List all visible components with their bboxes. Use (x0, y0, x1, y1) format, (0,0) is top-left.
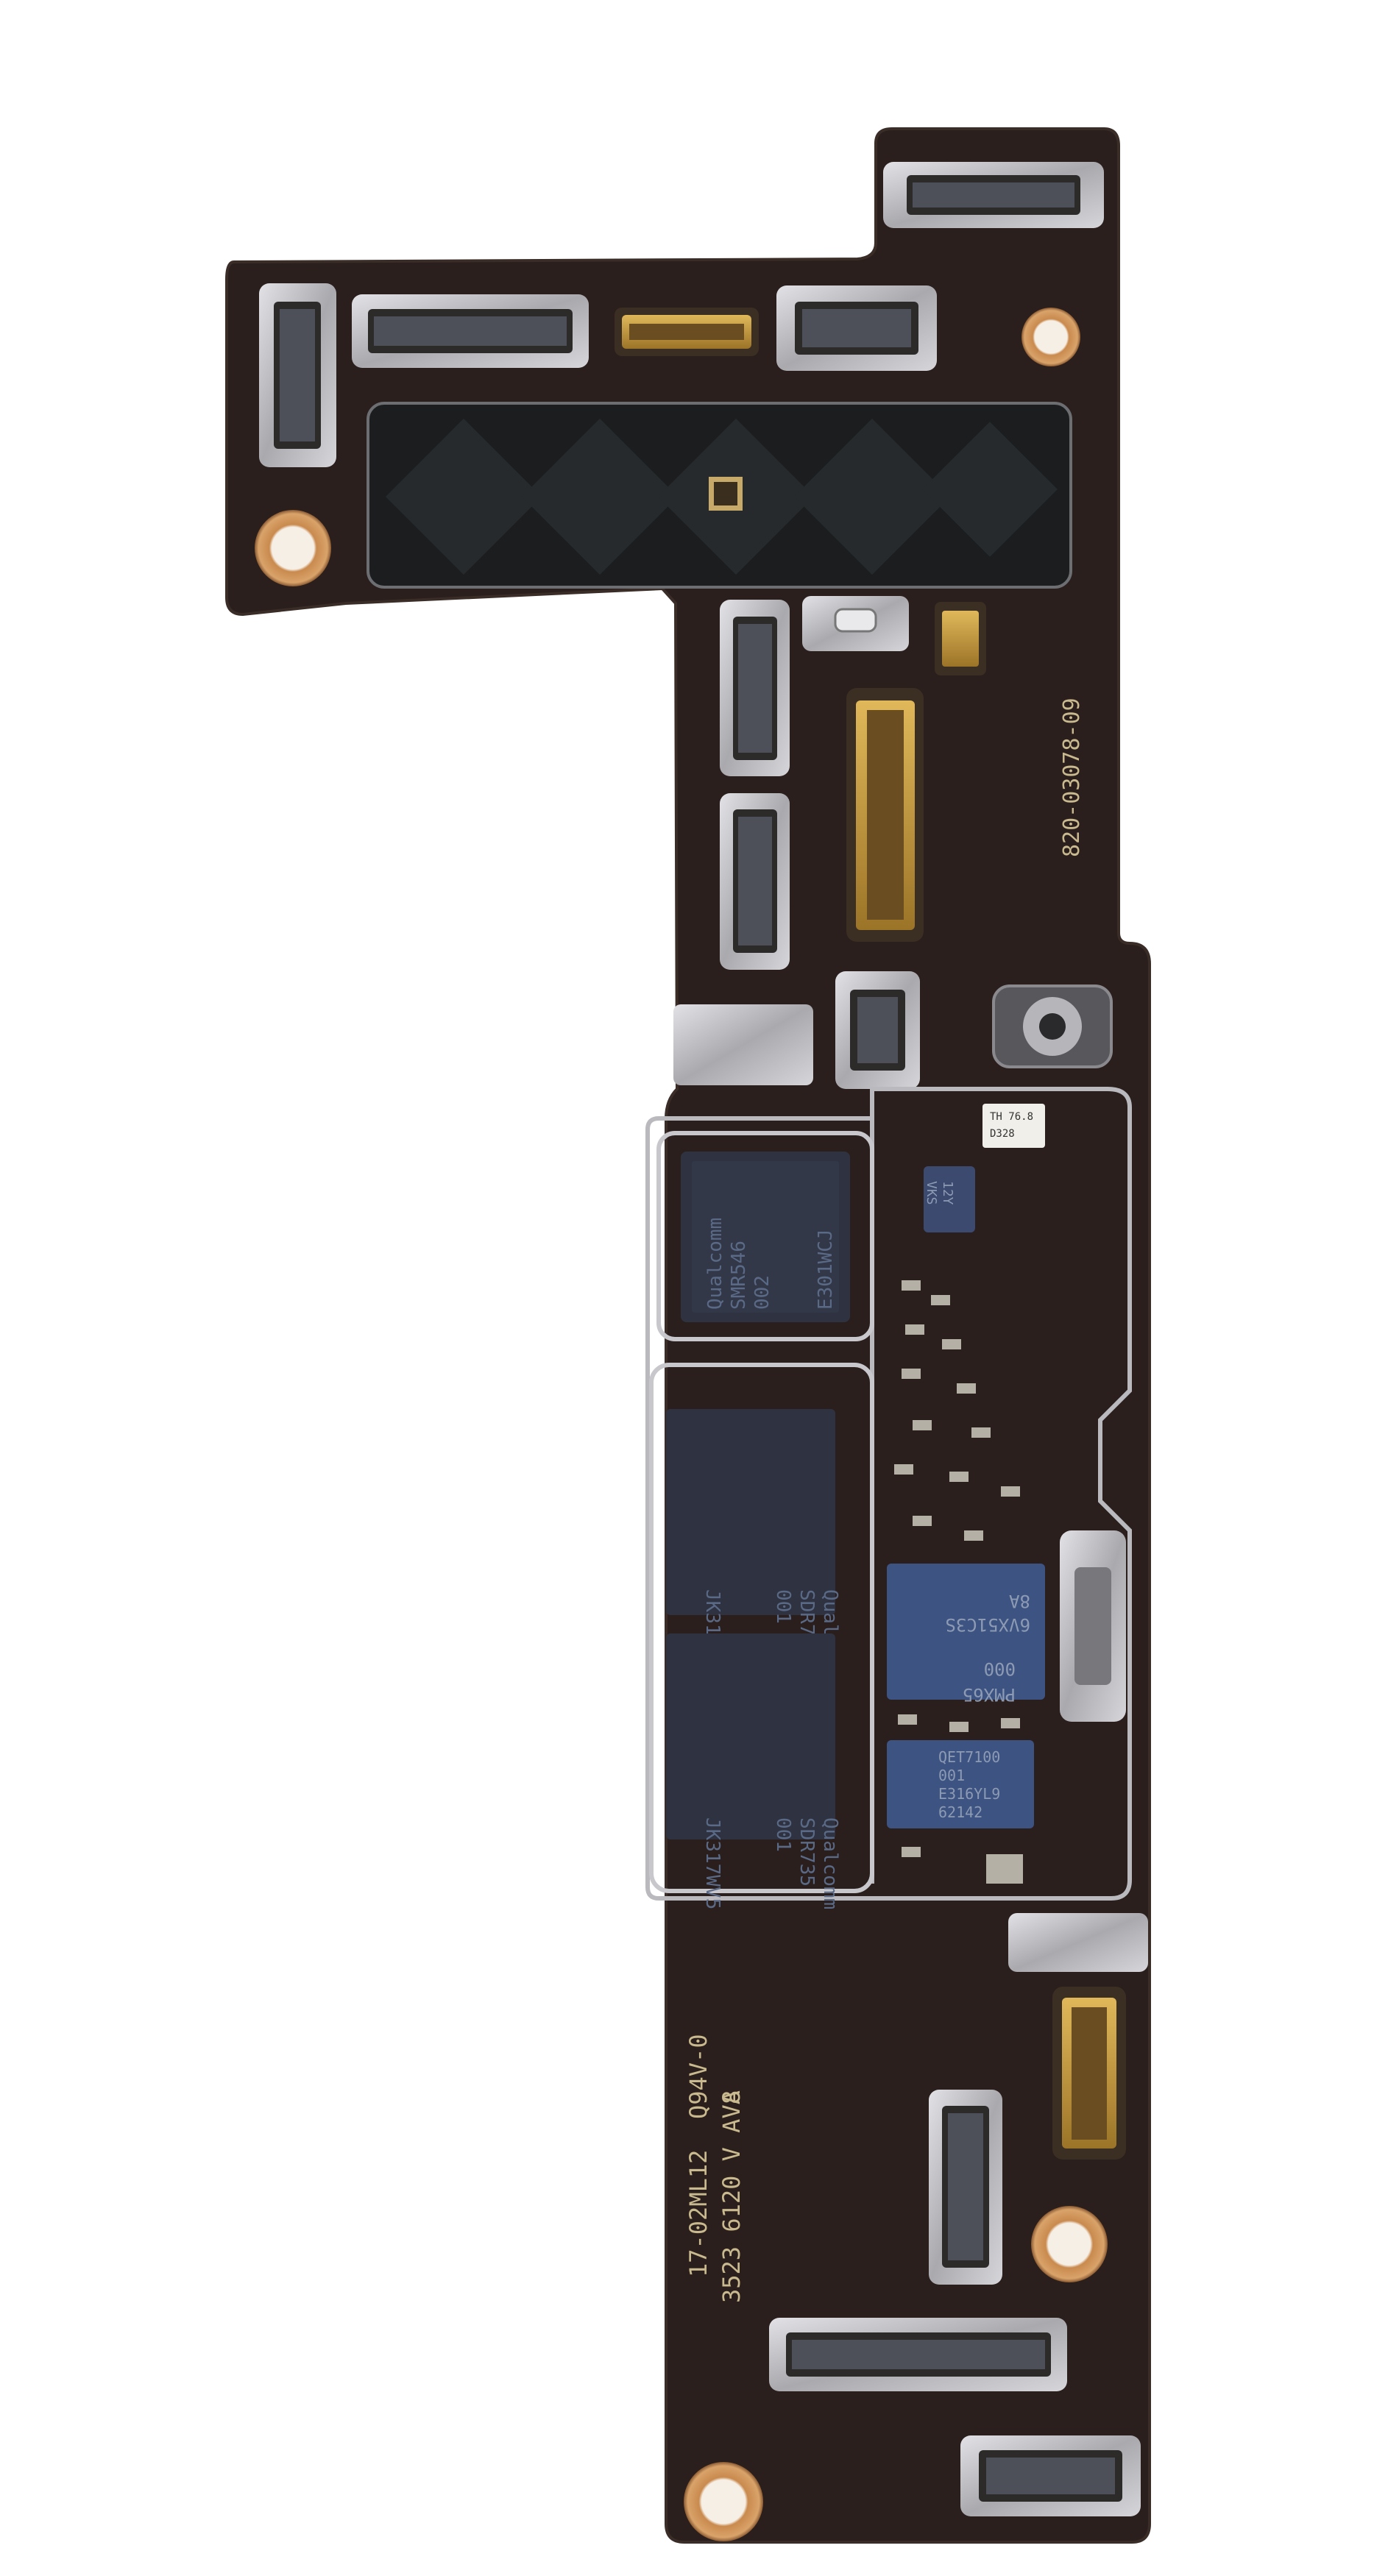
chip-qet7100-label-2: 001 (938, 1767, 965, 1784)
flex-connector-mid-left-1 (720, 600, 790, 776)
flex-connector-bottom-wide (769, 2318, 1067, 2391)
silkscreen-part-number: 820-03078-09 (1059, 698, 1085, 857)
chip-qet7100-label-1: QET7100 (938, 1748, 1000, 1766)
mount-hole-bottom-right (1031, 2206, 1108, 2282)
silkscreen-line-1: 17-02ML12 (684, 2150, 712, 2277)
mount-hole-bottom-left (684, 2462, 763, 2541)
silkscreen-line-1b: Q94V-0 (684, 2034, 712, 2119)
shield-tab-right (1060, 1530, 1126, 1722)
shield-clip-top (802, 596, 909, 651)
chip-sdr735-b-label-3: 001 (772, 1817, 794, 1852)
shield-clip-left (673, 1004, 813, 1085)
flex-connector-bottom-gold (1052, 1987, 1126, 2160)
chip-pmx65-label-4: 8A (1009, 1591, 1030, 1611)
chip-sdr735-a (666, 1409, 835, 1615)
flex-connector-bottom-vertical (929, 2090, 1002, 2285)
flex-connector-mid-gold (846, 688, 924, 942)
chip-small-b (982, 1104, 1045, 1148)
chip-qet7100 (887, 1740, 1034, 1828)
rf-shield-outline (645, 1087, 1132, 1901)
chip-smr546-label-2: SMR546 (728, 1241, 750, 1310)
chip-smr546-label-1: Qualcomm (704, 1218, 726, 1310)
chip-smr546-label-4: E301WCJ (815, 1229, 837, 1310)
passive-components (894, 1280, 1023, 1884)
chip-sdr735-b (666, 1633, 835, 1839)
chip-smr546 (656, 1131, 874, 1341)
silkscreen-line-2: 3523 6120 V AVA (718, 2090, 746, 2303)
chip-small-a (924, 1166, 975, 1232)
chip-pmx65 (887, 1564, 1045, 1700)
mount-hole-left (255, 510, 331, 586)
silkscreen-line-2b: 8 (718, 2090, 746, 2104)
chip-sdr735-a-label-3: 001 (772, 1589, 794, 1624)
chip-small-a-label-2: VKS (924, 1181, 939, 1205)
chip-small-a-label-1: 12Y (940, 1181, 955, 1205)
flex-connector-top-gold (615, 308, 759, 356)
mount-hole-top-right (1021, 308, 1080, 366)
chip-sdr735-b-label-4: JK317WV5 (701, 1817, 723, 1909)
chip-pmx65-label-2: 000 (984, 1658, 1016, 1679)
chip-small-b-label-2: D328 (990, 1128, 1015, 1140)
chip-pmx65-label-3: 6VX51C3S (945, 1614, 1030, 1635)
flex-connector-mid-small (835, 971, 920, 1089)
flex-connector-top-wide (352, 294, 589, 368)
sdr-shield-frame (649, 1363, 874, 1893)
flex-connector-mid-left-2 (720, 793, 790, 970)
flex-connector-top-left-vertical (259, 283, 336, 467)
chip-small-b-label-1: TH 76.8 (990, 1111, 1033, 1123)
chip-qet7100-label-4: 62142 (938, 1803, 982, 1821)
flex-connector-top-small (776, 285, 937, 371)
microphone-port (992, 984, 1113, 1068)
shield-clip-bottom (1008, 1913, 1148, 1972)
battery-connector-module (367, 402, 1072, 589)
small-connector-gold (935, 602, 986, 675)
chip-smr546-label-3: 002 (751, 1275, 773, 1310)
flex-connector-bottom-right (960, 2435, 1141, 2516)
chip-sdr735-b-label-2: SDR735 (796, 1817, 818, 1887)
flex-connector-top-right (883, 162, 1104, 228)
chip-qet7100-label-3: E316YL9 (938, 1785, 1000, 1803)
chip-pmx65-label-1: PMX65 (963, 1684, 1016, 1705)
chip-sdr735-b-label-1: Qualcomm (819, 1817, 841, 1909)
